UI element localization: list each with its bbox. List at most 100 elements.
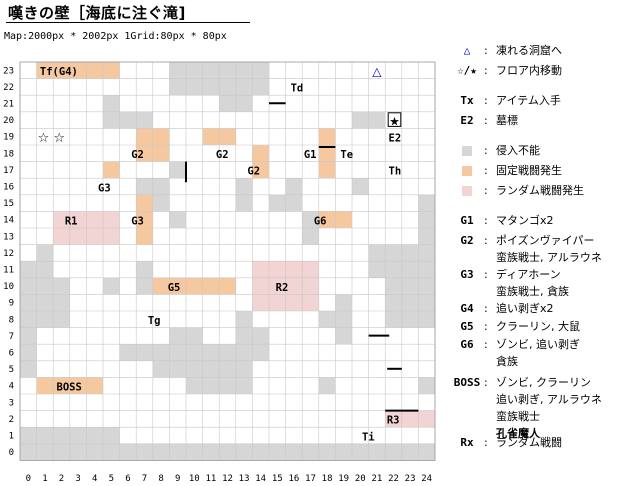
star-warp-icon: ☆ ☆ [38,131,65,146]
x-axis-label: 23 [405,474,416,484]
legend-text: ランダム戦闘 [496,436,562,449]
y-axis-label: 16 [3,183,14,193]
page-title: 嘆きの壁［海底に注ぐ滝] [8,4,186,22]
legend-key: E2 [460,114,474,127]
legend-key: G1 [460,214,474,227]
x-axis-label: 14 [255,474,266,484]
legend-key: G4 [460,302,474,315]
g2-label: G2 [216,149,229,161]
black-star-icon: ★ [389,114,400,128]
title-underline [6,22,250,23]
legend-colon: : [484,184,488,197]
legend-key: BOSS [453,376,481,389]
legend-colon: : [484,44,488,57]
legend-continuation: 追い剥ぎ, アルラウネ [496,393,602,406]
e2-label: E2 [389,133,402,145]
x-axis-label: 15 [272,474,283,484]
legend-text: 墓標 [496,114,518,127]
legend-swatch [462,186,472,196]
legend-text: 凍れる洞窟へ [496,44,562,57]
stair-up-icon: △ [372,65,382,79]
x-axis-label: 10 [189,474,200,484]
legend-continuation: 蛮族戦士 [496,410,540,423]
x-axis-label: 2 [59,474,64,484]
y-axis-label: 12 [3,249,14,259]
g6-label: G6 [314,216,327,228]
legend-text: 固定戦闘発生 [496,164,562,177]
x-axis-label: 18 [322,474,333,484]
x-axis-label: 17 [305,474,316,484]
x-axis-label: 19 [338,474,349,484]
y-axis-label: 11 [3,266,14,276]
g1-label: G1 [304,149,317,161]
legend-colon: : [484,64,488,77]
x-axis-label: 1 [42,474,47,484]
r3-label: R3 [387,415,400,427]
legend-colon: : [484,144,488,157]
y-axis-label: 4 [9,382,14,392]
wall-markers [185,102,419,412]
r1-label: R1 [65,216,78,228]
legend-colon: : [484,338,488,351]
te-label: Te [340,149,353,161]
g3-label: G3 [131,216,144,228]
g3-label: G3 [98,182,111,194]
y-axis-label: 6 [9,349,14,359]
y-axis-label: 22 [3,83,14,93]
y-axis-label: 19 [3,133,14,143]
boss-label: BOSS [57,382,82,394]
th-label: Th [389,166,402,178]
legend-continuation: 蛮族戦士, 貪族 [496,285,569,298]
x-axis-label: 24 [421,474,432,484]
legend-continuation: 蛮族戦士, アルラウネ [496,251,602,264]
y-axis-label: 2 [9,415,14,425]
x-axis-label: 7 [142,474,147,484]
y-axis-label: 3 [9,398,14,408]
y-axis-label: 7 [9,332,14,342]
y-axis-label: 20 [3,116,14,126]
legend-colon: : [484,320,488,333]
x-axis-label: 9 [175,474,180,484]
legend-colon: : [484,94,488,107]
legend-colon: : [484,376,488,389]
fixed-battle-zone [318,128,336,179]
legend-colon: : [484,302,488,315]
y-axis-label: 0 [9,448,14,458]
legend-key: G2 [460,234,474,247]
legend-swatch [462,166,472,176]
legend-colon: : [484,436,488,449]
legend-key [450,164,484,178]
legend-key: G6 [460,338,474,351]
legend-text: ディアホーン [496,268,561,281]
random-battle-zone [385,410,435,428]
y-axis-label: 8 [9,315,14,325]
g5-label: G5 [168,282,181,294]
map-info: Map:2000px * 2002px 1Grid:80px * 80px [4,31,227,42]
x-axis-label: 3 [75,474,80,484]
legend-text: ゾンビ, クラーリン [496,376,591,389]
x-axis-label: 20 [355,474,366,484]
fixed-battle-zone [136,194,153,245]
legend-key [450,144,484,158]
legend-continuation: 貪族 [496,355,518,368]
ti-label: Ti [362,431,375,443]
td-label: Td [291,83,304,95]
legend-text: フロア内移動 [496,64,562,77]
fixed-battle-zone [103,161,120,179]
x-axis-label: 6 [125,474,130,484]
warp-box [387,112,402,127]
x-axis-label: 13 [239,474,250,484]
tg-label: Tg [148,315,161,327]
y-axis-label: 14 [3,216,14,226]
g2-label: G2 [131,149,144,161]
x-axis-label: 21 [371,474,382,484]
y-axis-label: 9 [9,299,14,309]
legend-text: クラーリン, 大鼠 [496,320,580,333]
x-axis-label: 0 [26,474,31,484]
legend-key: G5 [460,320,474,333]
legend-key: G3 [460,268,474,281]
legend-text: ゾンビ, 追い剥ぎ [496,338,580,351]
legend-swatch [462,146,472,156]
